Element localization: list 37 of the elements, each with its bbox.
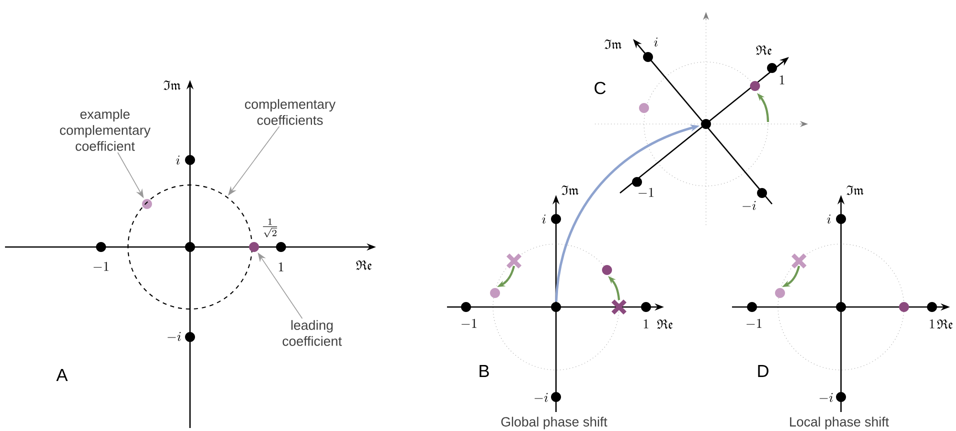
axis-label: $\mathfrak{Im}$	[844, 184, 866, 196]
axis-label: $1$	[641, 318, 651, 330]
axis-label: $-1$	[459, 318, 479, 330]
origin-dot	[701, 119, 711, 129]
axis-label: $\mathfrak{Re}$	[935, 318, 955, 330]
callout-text: example complementary coefficient	[60, 109, 151, 151]
axis-label: $i$	[652, 36, 660, 48]
axis-label: $\mathfrak{Re}$	[354, 259, 374, 271]
axis-label: $\frac{1}{\sqrt{2}}$	[260, 217, 280, 239]
axis-label: $i$	[540, 213, 548, 225]
panel-letter: C	[594, 82, 606, 94]
axis-label: $-1$	[636, 186, 656, 200]
axis-label: $-1$	[744, 318, 764, 330]
axis-label: $1$	[777, 74, 787, 86]
axis-label: $-i$	[740, 200, 758, 212]
axis-label: $i$	[825, 213, 833, 225]
unit-circle	[127, 184, 253, 310]
axis-label: $-i$	[165, 330, 183, 344]
caption: Global phase shift	[501, 416, 608, 430]
axis-label: $i$	[174, 154, 182, 166]
axis-label: $\mathfrak{Re}$	[754, 44, 774, 56]
callout-text: leading coefficient	[282, 320, 342, 346]
panel-letter: B	[480, 365, 489, 377]
panel-letter: D	[758, 365, 768, 377]
axis-label: $\mathfrak{Re}$	[655, 318, 675, 330]
origin-dot	[551, 302, 561, 312]
caption: Local phase shift	[790, 416, 889, 430]
axis-label: $\mathfrak{Im}$	[560, 184, 580, 196]
axis-label: $-i$	[817, 392, 835, 404]
axis-label: $-1$	[91, 260, 111, 274]
axis-label: $\mathfrak{Im}$	[602, 38, 624, 50]
callout-text: complementary coefficients	[245, 99, 336, 125]
panel-letter: A	[56, 369, 68, 381]
axis-label: $1$	[276, 261, 286, 273]
axis-label: $\mathfrak{Im}$	[162, 79, 182, 91]
axis-label: $-i$	[532, 392, 550, 404]
coefficient-dot	[249, 242, 259, 252]
